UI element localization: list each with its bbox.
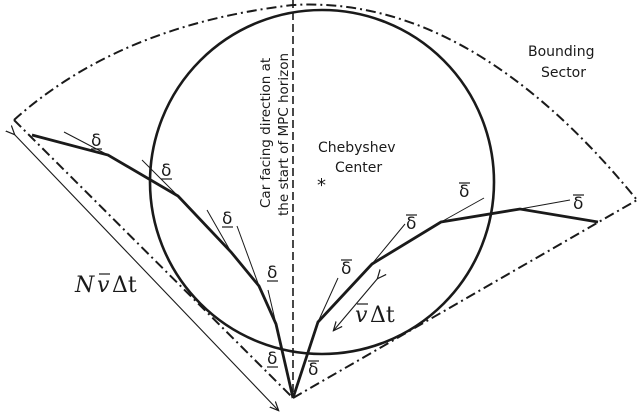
right-delta-labels: δ δ δ δ δ — [308, 182, 584, 380]
bounding-sector-right-edge — [292, 199, 638, 399]
chebyshev-center-marker: * — [317, 175, 326, 196]
svg-text:δ: δ — [341, 259, 351, 279]
delta-label-left-1: δ — [91, 131, 102, 151]
svg-text:δ: δ — [222, 209, 232, 229]
car-direction-label: Car facing direction at the start of MPC… — [258, 53, 292, 216]
svg-text:δ: δ — [267, 263, 277, 283]
horizon-length-arrow — [14, 134, 278, 410]
svg-text:δ: δ — [91, 131, 101, 151]
chebyshev-center-label-line2: Center — [335, 160, 382, 176]
svg-text:N: N — [74, 273, 95, 298]
svg-text:Δt: Δt — [370, 303, 395, 328]
car-direction-label-line2: the start of MPC horizon — [276, 53, 292, 216]
delta-label-left-2: δ — [161, 161, 172, 181]
svg-text:δ: δ — [573, 194, 583, 214]
svg-text:δ: δ — [459, 182, 469, 202]
right-trajectory — [291, 207, 599, 399]
bounding-sector-label-line2: Sector — [541, 65, 586, 81]
delta-label-right-2: δ — [341, 259, 352, 279]
delta-label-right-5: δ — [573, 194, 584, 214]
bounding-sector-label-line1: Bounding — [528, 44, 594, 60]
svg-text:δ: δ — [308, 360, 318, 380]
delta-label-left-3: δ — [222, 209, 233, 229]
horizon-length-label: N v Δt — [74, 273, 137, 298]
bounding-sector-left-edge — [13, 119, 294, 399]
svg-text:Δt: Δt — [112, 273, 137, 298]
delta-label-right-1: δ — [308, 360, 319, 380]
bounding-sector — [13, 3, 638, 399]
delta-label-right-3: δ — [406, 214, 417, 234]
bounding-sector-arc — [13, 3, 638, 201]
car-direction-label-line1: Car facing direction at — [258, 58, 274, 208]
svg-text:δ: δ — [267, 349, 277, 369]
delta-label-right-4: δ — [459, 182, 470, 202]
svg-text:δ: δ — [161, 161, 171, 181]
delta-label-left-4: δ — [267, 263, 278, 283]
chebyshev-center-label-line1: Chebyshev — [318, 140, 396, 156]
svg-text:v: v — [355, 303, 368, 328]
svg-text:δ: δ — [406, 214, 416, 234]
left-delta-labels: δ δ δ δ δ — [91, 131, 278, 369]
step-length-arrow — [334, 278, 378, 330]
step-length-label: v Δt — [355, 303, 395, 328]
svg-text:v: v — [97, 273, 110, 298]
delta-label-left-5: δ — [267, 349, 278, 369]
